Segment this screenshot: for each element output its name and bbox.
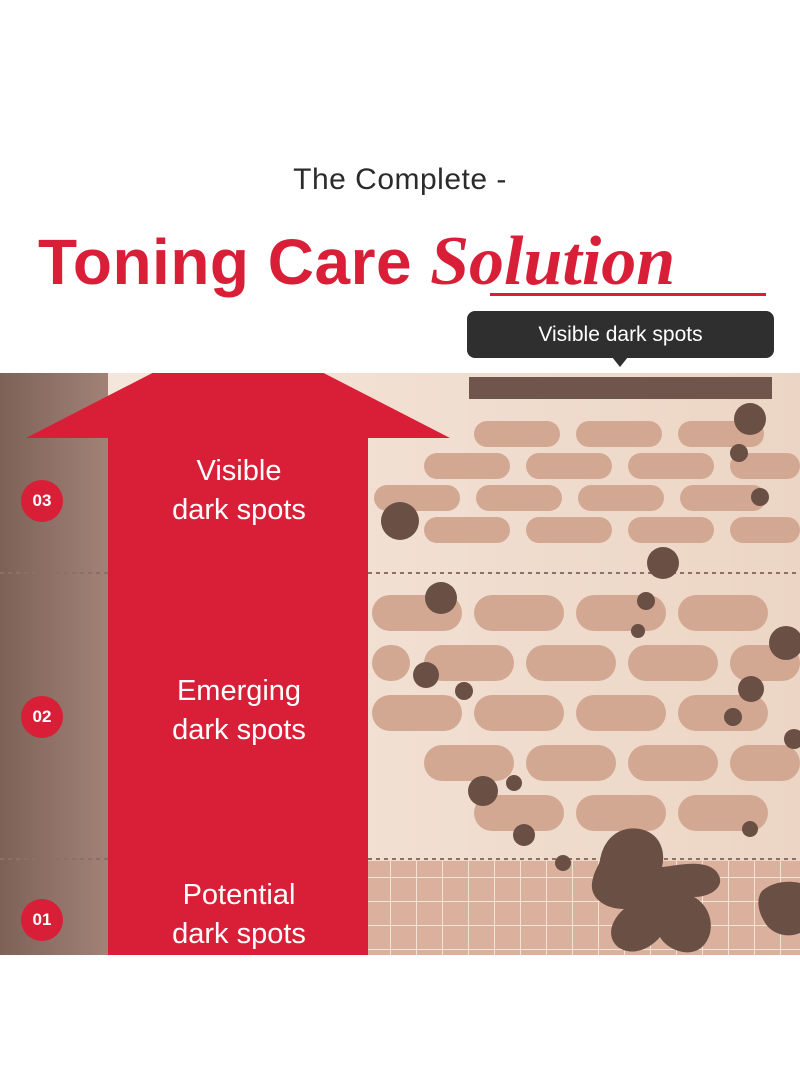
level-label-line2: dark spots [172, 494, 306, 526]
level-label-potential: Potential dark spots [108, 876, 370, 954]
level-label-visible: Visible dark spots [108, 452, 370, 530]
title: Toning Care Solution [38, 212, 675, 302]
title-accent: Solution [430, 223, 676, 300]
level-label-line1: Emerging [176, 675, 302, 707]
level-badge-01: 01 [21, 899, 63, 941]
dark-spot-icon [381, 403, 800, 953]
title-main: Toning Care [38, 226, 413, 298]
level-label-line1: Visible [196, 455, 282, 487]
level-label-line2: dark spots [172, 918, 306, 950]
level-badge-03: 03 [21, 480, 63, 522]
skin-layers-illustration [0, 373, 800, 955]
title-underline [490, 293, 766, 296]
subtitle: The Complete - [293, 163, 507, 196]
top-surface-band [469, 377, 772, 399]
level-label-line1: Potential [182, 879, 296, 911]
left-band [0, 373, 108, 955]
skin-cells [372, 421, 800, 831]
level-label-emerging: Emerging dark spots [108, 672, 370, 750]
callout-tooltip-tail [612, 357, 628, 367]
up-arrow-icon [26, 373, 450, 955]
level-label-line2: dark spots [172, 714, 306, 746]
basal-layer-grid [368, 861, 800, 955]
callout-tooltip: Visible dark spots [467, 311, 774, 358]
level-badge-02: 02 [21, 696, 63, 738]
